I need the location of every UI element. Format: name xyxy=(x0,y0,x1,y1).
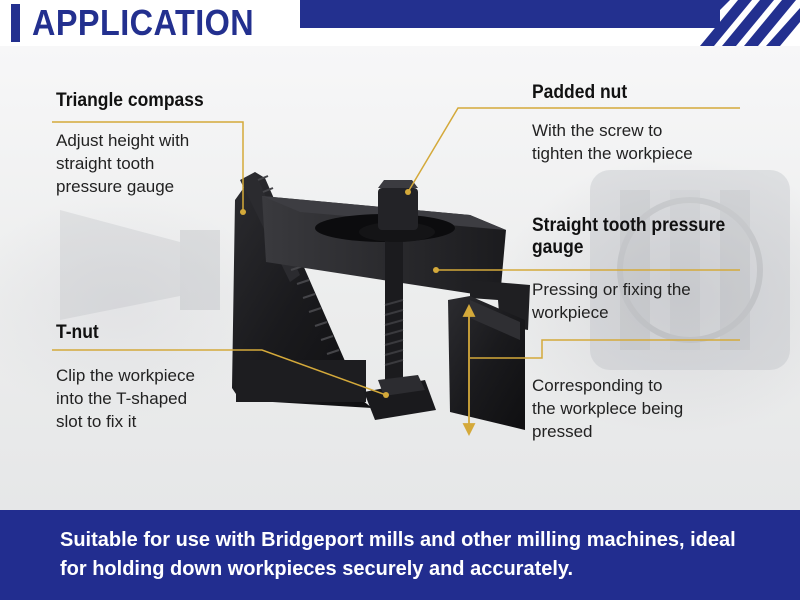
t-nut xyxy=(364,375,436,420)
header-rule xyxy=(300,0,720,28)
milling-machine-background-left xyxy=(60,210,220,320)
height-arrow xyxy=(462,303,476,437)
label-triangle-compass: Triangle compass xyxy=(56,90,204,111)
leader-t-nut xyxy=(52,349,387,396)
header: APPLICATION xyxy=(0,0,800,46)
padded-nut xyxy=(359,180,435,242)
footer-text: Suitable for use with Bridgeport mills a… xyxy=(60,529,736,580)
label-padded-nut: Padded nut xyxy=(532,82,628,103)
header-stripes xyxy=(690,0,800,46)
desc-corresponding: Corresponding to the workplece being pre… xyxy=(532,376,684,441)
desc-straight-tooth: Pressing or fixing the workpiece xyxy=(532,280,691,322)
label-t-nut: T-nut xyxy=(56,322,99,343)
desc-triangle-compass: Adjust height with straight tooth pressu… xyxy=(56,131,190,196)
page-title: APPLICATION xyxy=(32,2,255,43)
leader-padded-nut xyxy=(407,107,740,193)
header-accent-bar xyxy=(11,4,20,42)
leader-triangle-compass xyxy=(52,121,244,210)
screw xyxy=(384,230,404,400)
desc-t-nut: Clip the workpiece into the T-shaped slo… xyxy=(56,366,195,431)
workpiece-support-block xyxy=(448,296,525,430)
label-straight-tooth: Straight tooth pressure gauge xyxy=(532,215,726,258)
leader-corresponding xyxy=(470,339,740,359)
footer-banner: Suitable for use with Bridgeport mills a… xyxy=(0,510,800,600)
desc-padded-nut: With the screw to tighten the workpiece xyxy=(532,121,693,163)
